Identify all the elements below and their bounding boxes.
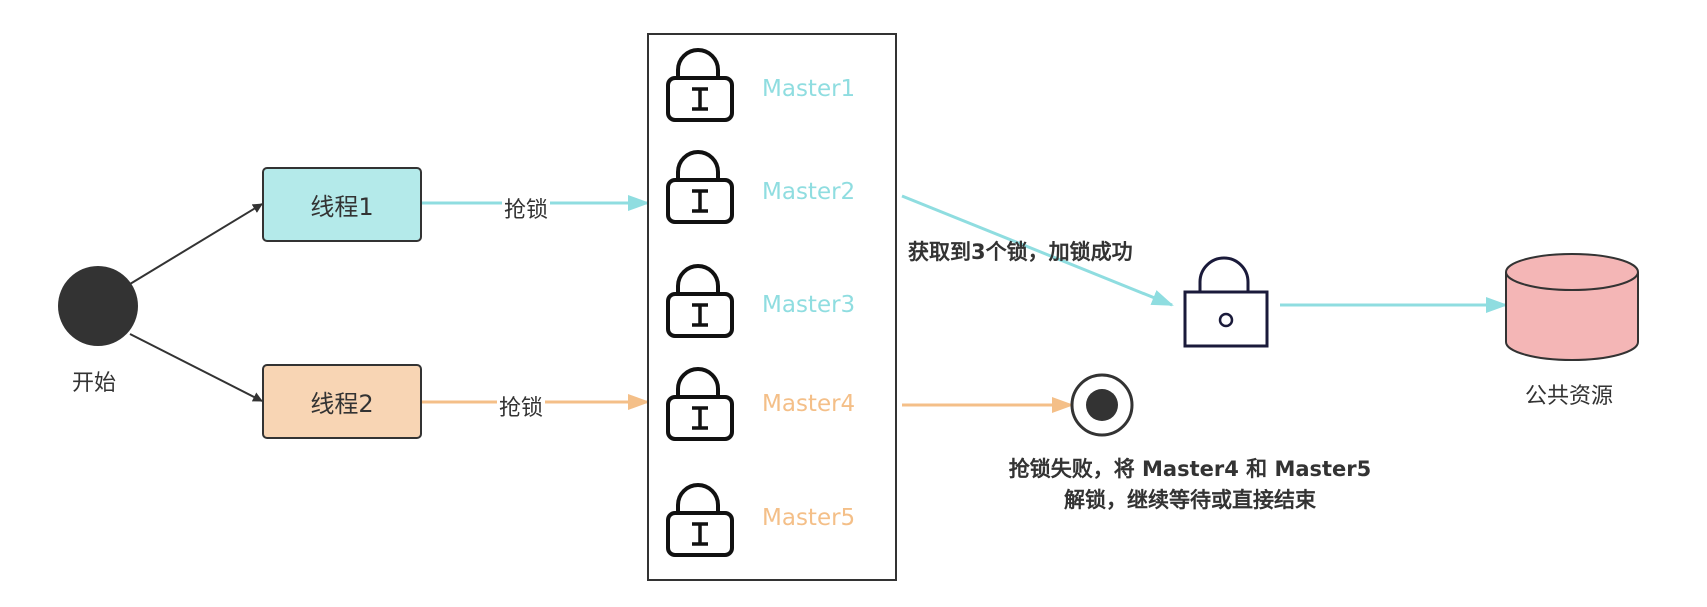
thread2-box[interactable]: 线程2 <box>262 364 422 439</box>
open-padlock-icon <box>666 367 734 441</box>
database-cylinder-icon <box>1505 253 1639 361</box>
thread1-label: 线程1 <box>310 193 374 221</box>
lock-failure-line1: 抢锁失败，将 Master4 和 Master5 <box>1008 457 1372 481</box>
open-padlock-icon <box>666 48 734 122</box>
master3-label: Master3 <box>762 292 856 318</box>
lock-success-label: 获取到3个锁，加锁成功 <box>908 240 1133 264</box>
resource-label: 公共资源 <box>1525 384 1614 409</box>
closed-padlock-icon <box>1183 256 1269 348</box>
start-to-thread2-arrow <box>129 333 263 402</box>
end-point-icon <box>1070 373 1134 437</box>
lock-success-arrow <box>901 194 1174 307</box>
thread1-action-label: 抢锁 <box>502 192 551 224</box>
open-padlock-icon <box>666 150 734 224</box>
thread2-action-label: 抢锁 <box>497 390 546 422</box>
open-padlock-icon <box>666 483 734 557</box>
start-label: 开始 <box>72 371 117 396</box>
master2-label: Master2 <box>762 179 856 205</box>
thread2-label: 线程2 <box>310 390 374 418</box>
master1-label: Master1 <box>762 76 856 102</box>
lock-failure-line2: 解锁，继续等待或直接结束 <box>1064 488 1316 512</box>
thread1-box[interactable]: 线程1 <box>262 167 422 242</box>
lock-failure-label: 抢锁失败，将 Master4 和 Master5 解锁，继续等待或直接结束 <box>960 454 1420 516</box>
open-padlock-icon <box>666 264 734 338</box>
master4-label: Master4 <box>762 391 856 417</box>
master5-label: Master5 <box>762 505 856 531</box>
start-to-thread1-arrow <box>129 203 263 285</box>
start-node[interactable] <box>58 266 138 346</box>
